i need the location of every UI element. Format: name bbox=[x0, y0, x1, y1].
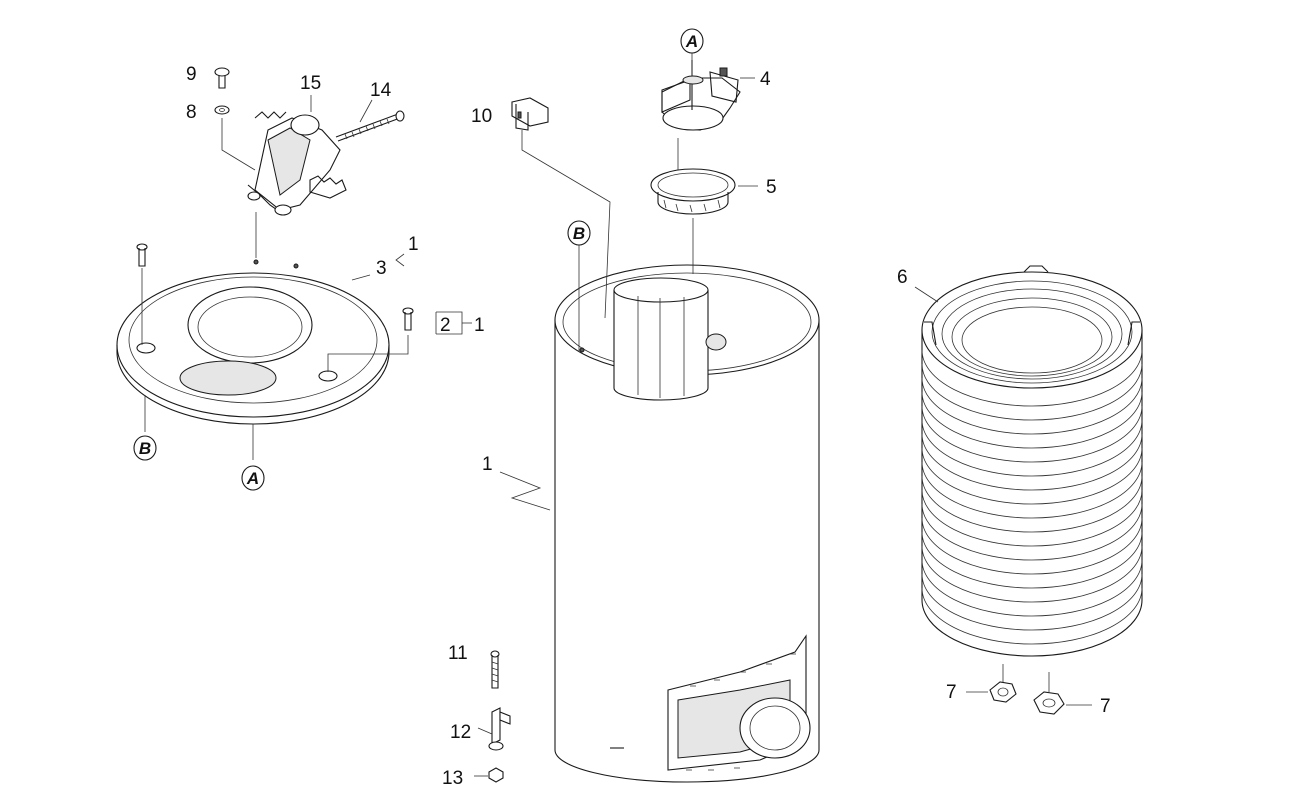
ref-marker-b-left: B bbox=[133, 435, 157, 461]
leader-lines-foot bbox=[474, 727, 493, 777]
bracket-part-10 bbox=[511, 97, 549, 131]
filter-pleat bbox=[921, 559, 1143, 617]
filter-pleat bbox=[921, 489, 1143, 547]
label-7-a: 7 bbox=[946, 682, 957, 703]
label-13: 13 bbox=[442, 768, 463, 789]
label-11: 11 bbox=[448, 643, 468, 664]
ref-marker-b-center: B bbox=[567, 220, 591, 246]
filter-pleat bbox=[921, 433, 1143, 491]
nozzle-part-15 bbox=[247, 111, 347, 216]
nut-part-7-left bbox=[989, 681, 1017, 703]
label-2: 2 bbox=[440, 315, 451, 336]
base-plate-part-3 bbox=[116, 259, 390, 425]
ref-a-left-text: A bbox=[246, 469, 259, 488]
nut-part-7-right bbox=[1033, 691, 1065, 715]
screw-part-14 bbox=[335, 110, 405, 142]
bolt-part-1-side bbox=[402, 307, 414, 331]
filter-pleat bbox=[921, 587, 1143, 645]
leader-lines-center bbox=[499, 52, 758, 511]
filter-pleat bbox=[921, 391, 1143, 449]
filter-pleat bbox=[921, 447, 1143, 505]
filter-pleat bbox=[921, 377, 1143, 435]
bolt-part-1-upper bbox=[136, 243, 148, 267]
label-5: 5 bbox=[766, 177, 777, 198]
label-3: 3 bbox=[376, 258, 387, 279]
container-part-1 bbox=[554, 264, 820, 783]
filter-pleat bbox=[921, 349, 1143, 407]
label-15: 15 bbox=[300, 73, 321, 94]
label-9: 9 bbox=[186, 64, 197, 85]
leader-lines-left bbox=[141, 95, 472, 460]
label-8: 8 bbox=[186, 102, 197, 123]
nut-part-13 bbox=[488, 767, 504, 783]
ref-b-center-text: B bbox=[573, 224, 585, 243]
label-4: 4 bbox=[760, 69, 771, 90]
screw-part-11 bbox=[490, 650, 500, 689]
label-1-c: 1 bbox=[482, 454, 493, 475]
impeller-part-4 bbox=[661, 60, 741, 131]
label-1-a: 1 bbox=[408, 234, 419, 255]
ring-part-5 bbox=[650, 168, 736, 215]
filter-pleat bbox=[921, 573, 1143, 631]
filter-pleat bbox=[921, 461, 1143, 519]
foot-part-12 bbox=[488, 707, 511, 751]
ref-b-left-text: B bbox=[139, 439, 151, 458]
washer-part-8 bbox=[214, 105, 230, 115]
label-14: 14 bbox=[370, 80, 392, 101]
label-7-b: 7 bbox=[1100, 696, 1111, 717]
filter-pleat bbox=[921, 503, 1143, 561]
filter-pleat bbox=[921, 531, 1143, 589]
filter-pleat bbox=[921, 363, 1143, 421]
label-6: 6 bbox=[897, 267, 908, 288]
label-10: 10 bbox=[471, 106, 492, 127]
label-1-b: 1 bbox=[474, 315, 485, 336]
ref-a-top-text: A bbox=[685, 32, 698, 51]
label-12: 12 bbox=[450, 722, 471, 743]
filter-pleat bbox=[921, 419, 1143, 477]
screw-part-9 bbox=[214, 67, 230, 89]
ref-marker-a-left: A bbox=[241, 465, 265, 491]
filter-pleat bbox=[921, 405, 1143, 463]
filter-pleat bbox=[921, 475, 1143, 533]
leader-lines-right bbox=[914, 286, 1092, 706]
filter-pleat bbox=[921, 545, 1143, 603]
ref-marker-a-top: A bbox=[680, 28, 704, 54]
filter-pleat bbox=[921, 517, 1143, 575]
filter-part-6 bbox=[921, 265, 1143, 657]
